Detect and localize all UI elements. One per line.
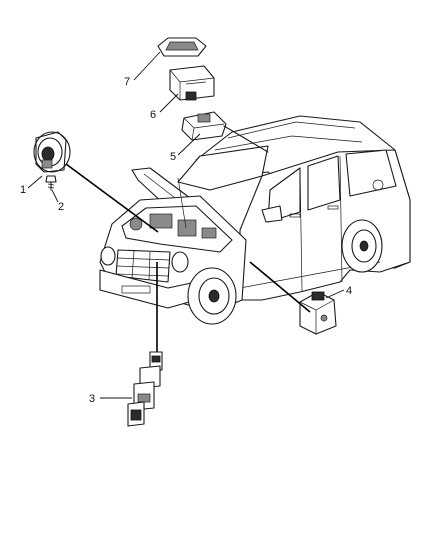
grille-bars <box>115 257 171 277</box>
roof-rail <box>227 121 356 139</box>
part-6-module <box>169 65 215 101</box>
rear-side-window <box>307 155 341 211</box>
callout-2: 2 <box>58 201 64 213</box>
part-4-module <box>299 291 337 335</box>
license-plate <box>121 285 151 294</box>
door-line-2 <box>339 155 343 283</box>
engine-bay <box>121 205 233 253</box>
windshield <box>177 145 269 191</box>
vehicle-illustration <box>99 115 411 325</box>
callout-1: 1 <box>20 184 26 196</box>
engine-component-2 <box>177 219 197 237</box>
rear-wheel <box>341 219 383 273</box>
leader-7 <box>133 51 161 81</box>
grille-vertical <box>131 250 151 281</box>
part-7-console-cover <box>157 37 207 57</box>
leader-4 <box>325 289 345 299</box>
engine-component-1 <box>149 213 173 229</box>
line-sensor-to-roof <box>223 125 269 153</box>
callout-6: 6 <box>150 109 156 121</box>
leader-1 <box>27 175 43 189</box>
callout-labels: 7 6 5 1 2 4 3 <box>20 76 352 405</box>
wire-horn-to-vehicle <box>65 163 159 233</box>
fuel-door <box>372 179 384 191</box>
part-5-sensor <box>181 111 227 141</box>
headlamp-left <box>100 246 116 266</box>
hood-prop-rod <box>177 177 187 229</box>
wire-module4-to-vehicle <box>249 261 311 313</box>
engine-component-3 <box>129 217 143 231</box>
callout-5: 5 <box>170 151 176 163</box>
part-3-wire-harness <box>127 318 163 427</box>
leader-6 <box>159 93 179 113</box>
battery <box>201 227 217 239</box>
callout-7: 7 <box>124 76 130 88</box>
leader-2 <box>51 189 59 203</box>
headlamp-right <box>171 251 189 273</box>
leader-5 <box>177 133 201 156</box>
part-1-horn <box>33 131 71 173</box>
quarter-window <box>345 149 397 197</box>
part-2-screw <box>45 175 57 191</box>
front-wheel <box>187 267 237 325</box>
callout-3: 3 <box>89 393 95 405</box>
door-handle-rear <box>327 205 339 210</box>
door-handle-front <box>289 213 301 218</box>
roof-rail-2 <box>214 135 363 151</box>
side-mirror <box>261 205 283 223</box>
door-line-1 <box>299 167 303 293</box>
connector-lines <box>27 51 345 399</box>
callout-4: 4 <box>346 285 352 297</box>
